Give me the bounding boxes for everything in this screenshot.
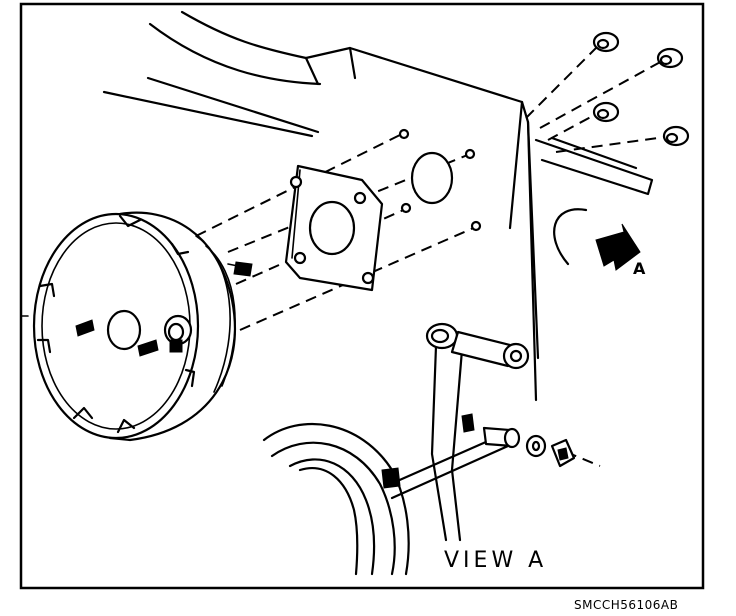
panel-opening [398,128,482,232]
dash-panel [102,10,654,402]
brake-pedal-detail [381,322,576,542]
nut-4 [662,125,690,147]
figure-code: SMCCH56106AB [574,598,679,612]
nut-1 [592,31,620,53]
nut-3 [592,101,620,123]
mounting-nuts [592,31,690,147]
view-arrow-label: A [633,259,646,278]
steering-wheel-outline [262,422,410,576]
mounting-gasket [284,164,384,292]
nut-2 [656,47,684,69]
view-a-label: VIEW A [444,548,548,573]
view-arrow [553,208,641,271]
brake-booster [32,211,253,442]
figure-border [19,2,705,590]
